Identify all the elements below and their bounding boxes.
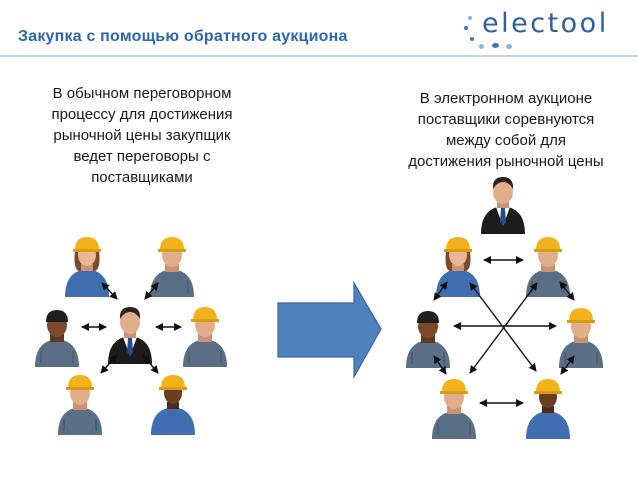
logo-dot xyxy=(479,44,484,49)
electool-logo: electool xyxy=(462,6,632,52)
double-arrow-icon xyxy=(100,354,118,374)
buyer-businessman-icon xyxy=(481,177,525,234)
left-negotiation-cluster xyxy=(34,236,228,436)
supplier-worker-icon xyxy=(57,374,103,436)
logo-dot xyxy=(464,26,468,30)
right-auction-cluster xyxy=(405,177,604,440)
double-arrow-icon xyxy=(469,282,538,374)
slide-title: Закупка с помощью обратного аукциона xyxy=(18,28,348,45)
logo-text: electool xyxy=(482,8,609,39)
supplier-worker-icon xyxy=(405,310,451,369)
double-arrow-icon xyxy=(144,282,159,300)
logo-dot xyxy=(468,16,472,20)
supplier-worker-icon xyxy=(65,237,109,297)
double-arrow-icon xyxy=(433,281,448,301)
double-arrow-icon xyxy=(101,282,118,300)
supplier-worker-icon xyxy=(151,375,195,435)
logo-dot xyxy=(492,43,499,48)
double-arrow-icon xyxy=(559,281,575,301)
right-caption: В электронном аукционе поставщики соревн… xyxy=(408,90,604,170)
right-arrow-icon xyxy=(277,280,382,380)
double-arrow-icon xyxy=(433,355,447,375)
logo-dot xyxy=(470,37,474,41)
logo-dot xyxy=(506,44,512,49)
double-arrow-icon xyxy=(142,354,159,374)
supplier-worker-icon xyxy=(526,379,570,439)
title-underline xyxy=(0,55,638,57)
supplier-worker-icon xyxy=(182,306,228,368)
supplier-worker-icon xyxy=(149,236,195,298)
supplier-worker-icon xyxy=(558,307,604,369)
double-arrow-icon xyxy=(560,355,575,375)
left-caption: В обычном переговорном процессу для дост… xyxy=(51,85,233,186)
supplier-worker-icon xyxy=(431,378,477,440)
supplier-worker-icon xyxy=(34,309,80,368)
buyer-businessman-icon xyxy=(108,307,152,364)
